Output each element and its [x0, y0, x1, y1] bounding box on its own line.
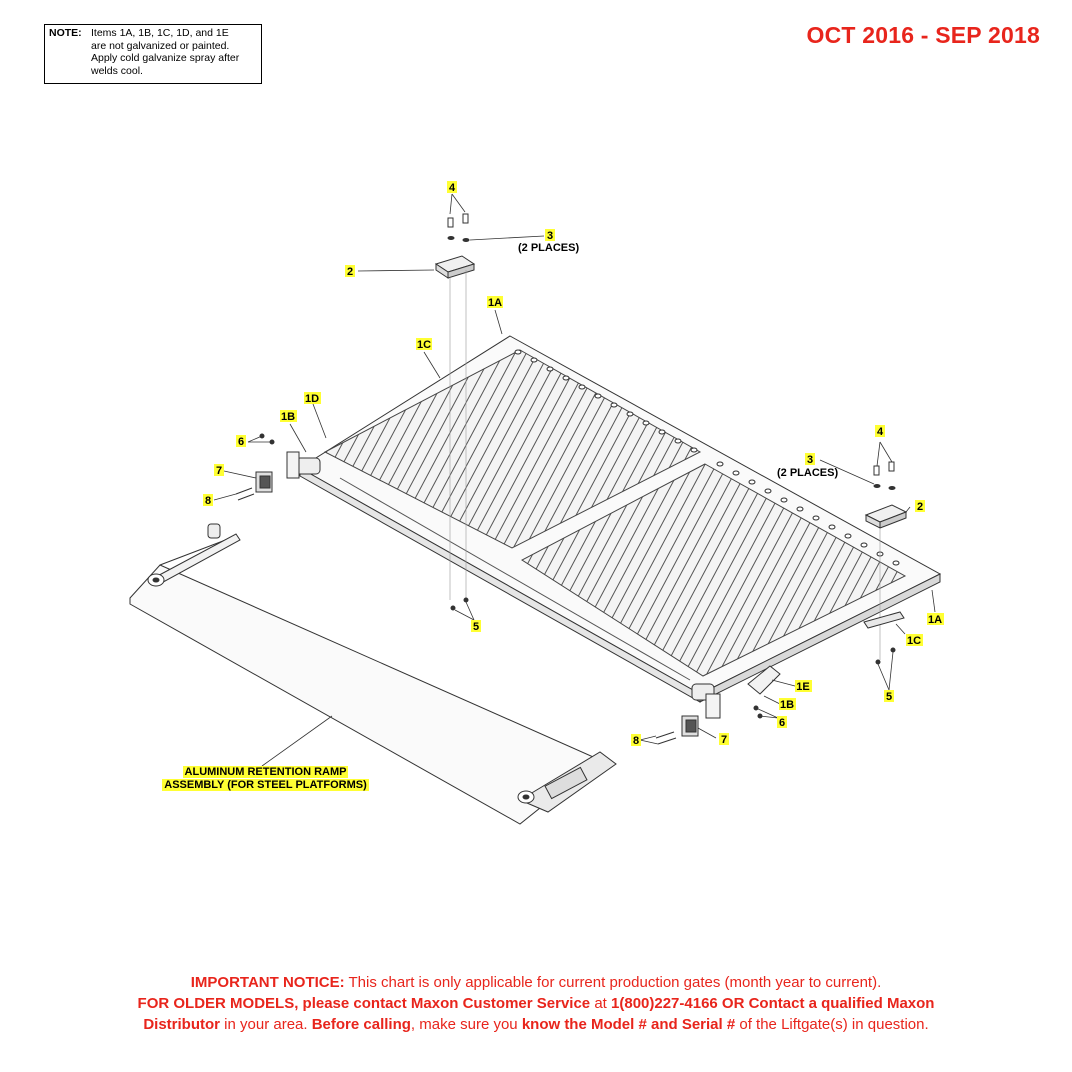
callout-1a-right: 1A — [927, 613, 944, 626]
svg-text:6: 6 — [238, 436, 244, 448]
svg-text:5: 5 — [886, 691, 892, 703]
svg-text:1C: 1C — [907, 635, 921, 647]
hinge-holes — [514, 349, 900, 566]
callout-1b-left: 1B — [280, 410, 297, 423]
ramp-label-line-2: ASSEMBLY (FOR STEEL PLATFORMS) — [162, 779, 369, 791]
top-plate-assembly — [434, 213, 476, 600]
callout-3-right: 3 — [805, 453, 815, 466]
svg-text:4: 4 — [877, 426, 884, 438]
bolts-5 — [450, 597, 896, 665]
notice-line-3-mid2: , make sure you — [410, 1016, 522, 1033]
callout-5-right: 5 — [884, 690, 894, 703]
svg-text:4: 4 — [449, 182, 456, 194]
callout-1e: 1E — [795, 680, 812, 693]
callout-1c-top: 1C — [416, 338, 432, 351]
svg-text:8: 8 — [205, 495, 211, 507]
svg-text:1E: 1E — [796, 681, 809, 693]
callout-labels: 4 3 (2 PLACES) 2 1A 1C 1D 1B 6 7 8 5 4 3… — [203, 181, 944, 747]
notice-model-serial: know the Model # and Serial # — [521, 1016, 736, 1033]
note-line-2: are not galvanized or painted. — [91, 39, 230, 52]
svg-text:8: 8 — [633, 735, 639, 747]
svg-text:2: 2 — [347, 266, 353, 278]
ramp-label: ALUMINUM RETENTION RAMP ASSEMBLY (FOR ST… — [153, 766, 378, 792]
right-plate-assembly — [863, 461, 908, 660]
svg-text:1A: 1A — [488, 297, 502, 309]
callout-4-right: 4 — [875, 425, 885, 438]
notice-line-2-mid: at — [590, 995, 612, 1012]
callout-1a-top: 1A — [487, 296, 503, 309]
callout-7-left: 7 — [214, 464, 224, 477]
places-top: (2 PLACES) — [518, 242, 579, 254]
callout-5-left: 5 — [471, 620, 481, 633]
callout-2-top: 2 — [345, 265, 355, 278]
notice-line-3-mid: in your area. — [220, 1016, 312, 1033]
svg-text:5: 5 — [473, 621, 479, 633]
callout-8-left: 8 — [203, 494, 213, 507]
svg-text:1A: 1A — [928, 614, 942, 626]
notice-phone: 1(800)227-4166 OR Contact a qualified Ma… — [611, 995, 935, 1012]
svg-text:1D: 1D — [305, 393, 319, 405]
svg-text:2: 2 — [917, 501, 923, 513]
notice-heading: IMPORTANT NOTICE: — [190, 974, 345, 991]
svg-text:6: 6 — [779, 717, 785, 729]
svg-text:3: 3 — [807, 454, 813, 466]
callout-6-left: 6 — [236, 435, 246, 448]
notice-before-calling: Before calling — [311, 1016, 411, 1033]
callout-6-right: 6 — [777, 716, 787, 729]
note-line-4: welds cool. — [91, 64, 143, 77]
callout-4-top: 4 — [447, 181, 457, 194]
note-box: NOTE: Items 1A, 1B, 1C, 1D, and 1E are n… — [44, 24, 262, 84]
svg-text:7: 7 — [721, 734, 727, 746]
callout-7-right: 7 — [719, 733, 729, 746]
svg-text:1B: 1B — [281, 411, 295, 423]
svg-text:1B: 1B — [780, 699, 794, 711]
right-bumper-assembly — [655, 665, 781, 745]
left-bumper-assembly — [235, 433, 300, 501]
ramp-label-line-1: ALUMINUM RETENTION RAMP — [182, 766, 349, 778]
callout-1b-right: 1B — [779, 698, 796, 711]
callout-1c-right: 1C — [906, 634, 923, 647]
notice-line-1-text: This chart is only applicable for curren… — [344, 974, 882, 991]
callout-8-right: 8 — [631, 734, 641, 747]
svg-text:3: 3 — [547, 230, 553, 242]
svg-text:7: 7 — [216, 465, 222, 477]
callout-3-top: 3 — [545, 229, 555, 242]
note-line-3: Apply cold galvanize spray after — [91, 52, 240, 64]
callout-1d: 1D — [304, 392, 321, 405]
important-notice: IMPORTANT NOTICE: This chart is only app… — [40, 972, 1032, 1035]
callout-2-right: 2 — [915, 500, 925, 513]
notice-older-models: FOR OLDER MODELS, please contact Maxon C… — [137, 995, 591, 1012]
note-label: NOTE: — [49, 27, 82, 39]
notice-line-3-rest: of the Liftgate(s) in question. — [735, 1016, 929, 1033]
notice-distributor: Distributor — [143, 1016, 220, 1033]
leader-lines — [213, 193, 936, 767]
aluminum-retention-ramp — [129, 523, 617, 825]
places-right: (2 PLACES) — [777, 467, 838, 479]
svg-text:1C: 1C — [417, 339, 431, 351]
platform — [295, 335, 942, 703]
note-line-1: Items 1A, 1B, 1C, 1D, and 1E — [91, 27, 229, 39]
date-range-title: OCT 2016 - SEP 2018 — [806, 22, 1040, 48]
